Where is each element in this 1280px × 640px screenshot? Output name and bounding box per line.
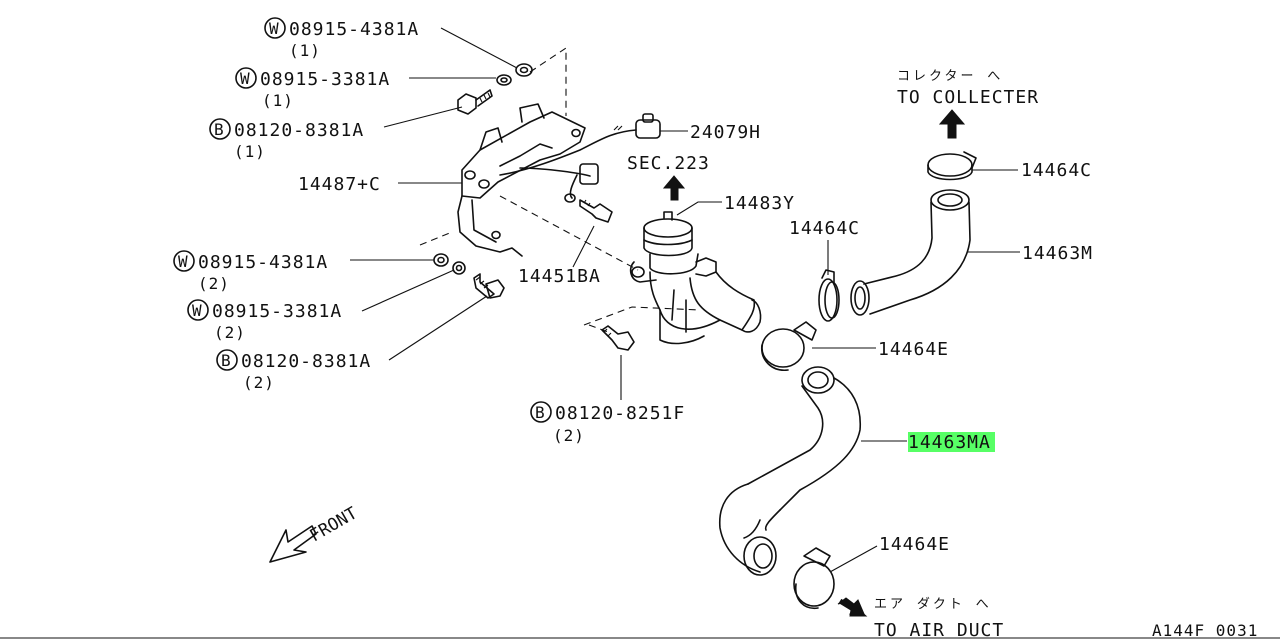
qty-b-08120-8381a-top: (1) — [234, 142, 266, 161]
qty-b-08120-8251f: (2) — [553, 426, 585, 445]
bolt-mark: B — [535, 403, 546, 422]
callout-b-08120-8251f[interactable]: 08120-8251F — [555, 403, 685, 424]
qty-w-08915-3381a-bottom: (2) — [214, 323, 246, 342]
washer-mark: W — [178, 252, 189, 271]
air-duct-jp-label: エア ダクト へ — [874, 597, 992, 612]
clamp-14464c-mid-shape — [818, 269, 840, 322]
callout-w-08915-3381a-top[interactable]: 08915-3381A — [260, 69, 390, 90]
qty-w-08915-4381a-top: (1) — [289, 41, 321, 60]
bolt-08120-8251f-shape — [601, 325, 635, 351]
washer-bottom-2 — [452, 261, 466, 275]
callout-connector-24079h[interactable]: 24079H — [690, 122, 761, 143]
callout-clamp-14464c-mid[interactable]: 14464C — [789, 218, 860, 239]
bolt-top — [457, 89, 493, 115]
callout-b-08120-8381a-bottom[interactable]: 08120-8381A — [241, 351, 371, 372]
bolt-bottom — [473, 273, 505, 299]
valve-14483y-shape — [629, 211, 762, 345]
clamp-14464c-top-shape — [927, 151, 977, 181]
washer-mark: W — [192, 301, 203, 320]
callout-valve-14483y[interactable]: 14483Y — [724, 193, 795, 214]
callout-bracket-14487c[interactable]: 14487+C — [298, 174, 381, 195]
callout-w-08915-4381a-bottom[interactable]: 08915-4381A — [198, 252, 328, 273]
front-label: FRONT — [307, 503, 361, 546]
callout-screw-14451ba[interactable]: 14451BA — [518, 266, 601, 287]
bolt-mark: B — [214, 120, 225, 139]
hose-14463ma-shape — [719, 366, 862, 576]
washer-bottom-1 — [433, 253, 449, 267]
arrow-to-air-duct-icon — [837, 597, 868, 617]
arrow-to-collecter-icon — [938, 109, 966, 139]
front-arrow-icon — [269, 525, 317, 563]
washer-mark: W — [240, 69, 251, 88]
collecter-jp-label: コレクター へ — [897, 69, 1003, 84]
clamp-14464e-bot-shape — [793, 547, 835, 609]
callout-clamp-14464c-top[interactable]: 14464C — [1021, 160, 1092, 181]
part-highlight — [908, 432, 995, 452]
washer-mark: W — [269, 19, 280, 38]
qty-w-08915-3381a-top: (1) — [262, 91, 294, 110]
callout-b-08120-8381a-top[interactable]: 08120-8381A — [234, 120, 364, 141]
destination-labels: コレクター へ TO COLLECTER エア ダクト へ TO AIR DUC… — [874, 69, 1039, 640]
leader-lines — [350, 27, 1020, 573]
diagram-code: A144F 0031 — [1152, 621, 1258, 640]
arrow-to-sec223-icon — [662, 175, 686, 201]
callout-w-08915-3381a-bottom[interactable]: 08915-3381A — [212, 301, 342, 322]
qty-w-08915-4381a-bottom: (2) — [198, 274, 230, 293]
collecter-en-label: TO COLLECTER — [897, 87, 1039, 108]
callout-w-08915-4381a-top[interactable]: 08915-4381A — [289, 19, 419, 40]
callout-clamp-14464e-mid[interactable]: 14464E — [878, 339, 949, 360]
callout-hose-14463m[interactable]: 14463M — [1022, 243, 1093, 264]
washer-top-2 — [496, 74, 512, 86]
screw-14451ba-shape — [579, 199, 613, 223]
prefix-marks: W W B W W B B — [173, 17, 552, 423]
hose-14463m-shape — [850, 189, 971, 316]
callout-sec-223[interactable]: SEC.223 — [627, 153, 710, 174]
callout-labels: 08915-4381A (1) 08915-3381A (1) 08120-83… — [198, 19, 1093, 555]
qty-b-08120-8381a-bottom: (2) — [243, 373, 275, 392]
bracket-14487c-shape — [457, 103, 661, 257]
callout-hose-14463ma[interactable]: 14463MA — [908, 432, 991, 453]
air-duct-en-label: TO AIR DUCT — [874, 620, 1004, 640]
clamp-14464e-mid-shape — [761, 321, 817, 371]
bolt-mark: B — [221, 351, 232, 370]
callout-clamp-14464e-bottom[interactable]: 14464E — [879, 534, 950, 555]
washer-top-1 — [515, 63, 533, 77]
